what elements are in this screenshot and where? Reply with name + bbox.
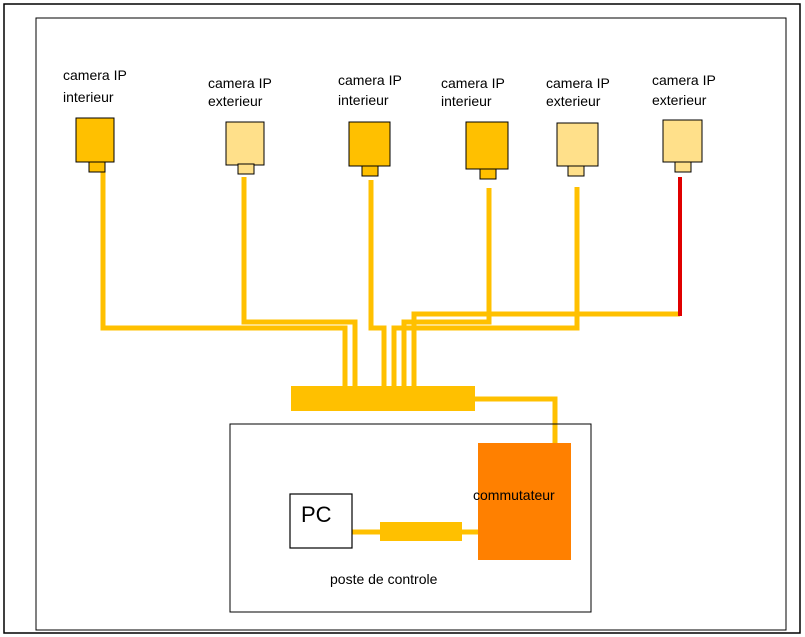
cable-camera-4: [401, 188, 492, 386]
switch-box: [478, 443, 571, 560]
camera-body: [465, 121, 509, 170]
pc-connector: [380, 522, 462, 541]
camera-label-line2: interieur: [63, 89, 114, 105]
camera-5: camera IP exterieur: [546, 75, 610, 177]
camera-lens: [237, 163, 255, 175]
camera-label-line2: exterieur: [652, 92, 707, 108]
camera-2: camera IP exterieur: [208, 75, 272, 175]
switch-label: commutateur: [473, 487, 555, 503]
camera-label-line2: exterieur: [208, 93, 263, 109]
cable-camera-5: [391, 187, 580, 386]
camera-label-line1: camera IP: [441, 75, 505, 91]
outer-frame: [3, 3, 801, 634]
camera-3: camera IP interieur: [338, 72, 402, 177]
camera-lens: [674, 161, 692, 173]
camera-lens: [479, 168, 497, 180]
cable-camera-2: [241, 177, 358, 386]
camera-4: camera IP interieur: [441, 75, 509, 180]
control-room-box: [229, 423, 592, 613]
pc-label: PC: [301, 502, 332, 527]
camera-1: camera IP interieur: [63, 67, 127, 173]
cable-bus-to-switch: [474, 396, 558, 445]
camera-label-line2: interieur: [338, 92, 389, 108]
camera-lens: [567, 165, 585, 177]
bus-bar: [291, 386, 475, 411]
camera-label-line1: camera IP: [338, 72, 402, 88]
control-room-label: poste de controle: [330, 571, 438, 587]
camera-label-line2: exterieur: [546, 93, 601, 109]
camera-label-line1: camera IP: [63, 67, 127, 83]
cables: [100, 170, 682, 535]
cable-camera-1: [100, 170, 348, 386]
camera-label-line2: interieur: [441, 93, 492, 109]
camera-label-line1: camera IP: [652, 72, 716, 88]
camera-lens: [88, 161, 106, 173]
inner-frame: [35, 17, 787, 631]
camera-label-line1: camera IP: [208, 75, 272, 91]
pc-box: [289, 493, 353, 549]
camera-body: [662, 119, 703, 163]
camera-body: [75, 117, 115, 163]
camera-lens: [361, 165, 379, 177]
camera-body: [225, 121, 265, 166]
cable-camera-6-lower: [411, 311, 680, 386]
cable-camera-3: [368, 180, 387, 386]
camera-6: camera IP exterieur: [652, 72, 716, 173]
camera-body: [556, 122, 599, 167]
camera-label-line1: camera IP: [546, 75, 610, 91]
camera-body: [348, 121, 391, 167]
